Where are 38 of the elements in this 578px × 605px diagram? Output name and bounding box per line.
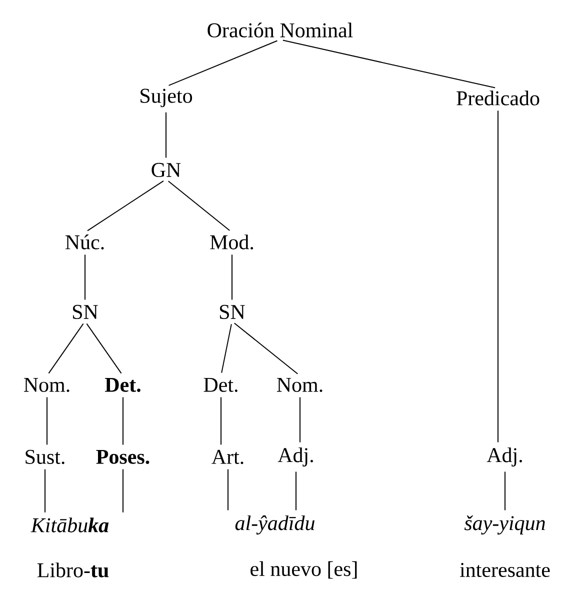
tree-label: Poses.: [96, 450, 150, 464]
tree-branch: [282, 40, 496, 88]
tree-branch: [221, 324, 232, 374]
tree-branch: [44, 468, 46, 513]
tree-label: GN: [152, 162, 181, 178]
tree-branch: [48, 323, 84, 374]
tree-label: Predicado: [456, 90, 540, 106]
gloss-word: šay-yiqun: [464, 515, 545, 535]
tree-branch: [504, 471, 506, 511]
tree-label: SN: [220, 304, 245, 320]
tree-label: Det.: [105, 378, 140, 392]
tree-label: Mod.: [210, 234, 254, 250]
tree-branch: [46, 396, 48, 446]
tree-label: Det.: [204, 378, 238, 392]
tree-branch: [122, 396, 124, 446]
tree-label: Sust.: [26, 450, 64, 464]
translation-text: Libro-tu: [37, 562, 109, 578]
tree-label: Oración Nominal: [208, 22, 353, 38]
tree-branch: [220, 396, 222, 446]
translation-text: interesante: [460, 562, 550, 578]
tree-label: SN: [73, 304, 98, 320]
tree-branch: [86, 323, 122, 374]
gloss-word: al-ŷadīdu: [235, 515, 314, 535]
gloss-word: Kitābuka: [30, 518, 109, 532]
translation-text: el nuevo [es]: [250, 561, 357, 579]
tree-branch: [168, 40, 278, 86]
tree-label: Sujeto: [140, 88, 192, 108]
tree-label: Núc.: [66, 234, 104, 250]
tree-label: Art.: [212, 450, 244, 464]
tree-branch: [122, 468, 124, 513]
tree-branch: [234, 322, 298, 374]
tree-label: Adj.: [486, 447, 522, 467]
tree-branch: [84, 254, 86, 300]
tree-label: Nom.: [24, 378, 70, 392]
tree-label: Adj.: [278, 447, 313, 467]
tree-label: Nom.: [276, 378, 322, 392]
tree-branch: [168, 180, 230, 231]
tree-branch: [87, 180, 164, 232]
